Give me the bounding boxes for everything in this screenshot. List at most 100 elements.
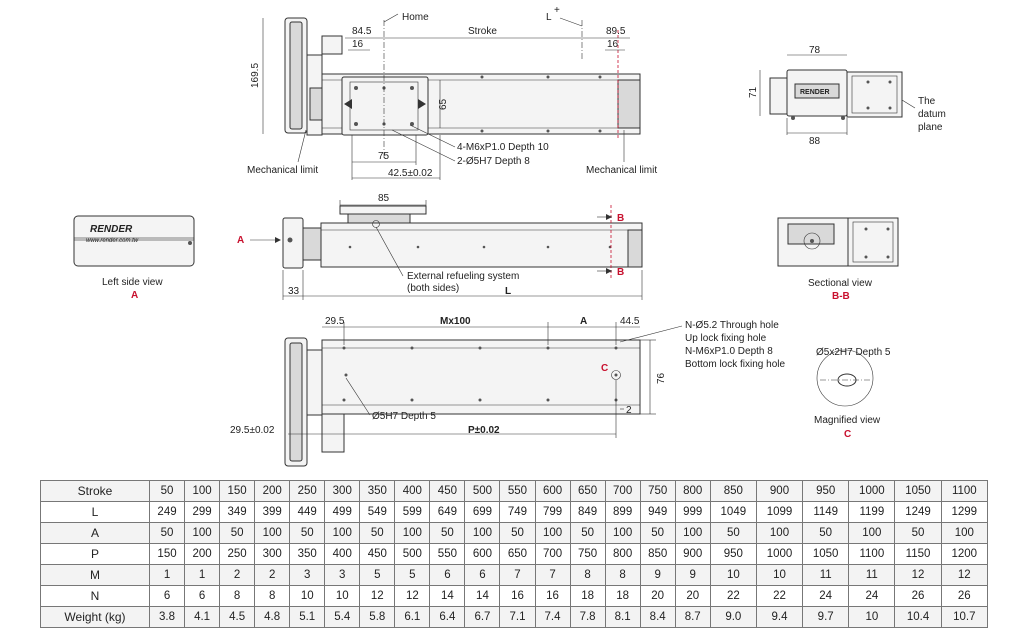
table-cell: 2	[254, 564, 291, 586]
table-cell: 6.7	[464, 606, 501, 628]
row-header: L	[40, 501, 150, 523]
magnified-view: Ø5x2H7 Depth 5 Magnified view C	[814, 347, 891, 440]
table-cell: 850	[639, 543, 676, 565]
table-cell: 50	[219, 522, 256, 544]
table-cell: 899	[604, 501, 641, 523]
table-cell: 9	[639, 564, 676, 586]
table-cell: 24	[802, 585, 850, 607]
datum-line-2: datum	[918, 109, 946, 120]
table-cell: 50	[499, 522, 536, 544]
dim-29-5: 29.5	[325, 316, 345, 327]
table-cell: 949	[639, 501, 676, 523]
table-cell: 7.1	[499, 606, 536, 628]
table-cell: 950	[802, 480, 850, 502]
table-cell: 850	[709, 480, 757, 502]
table-cell: 26	[894, 585, 942, 607]
table-cell: 1100	[848, 543, 896, 565]
table-cell: 449	[289, 501, 326, 523]
table-cell: 150	[148, 543, 186, 565]
table-cell: 7.8	[569, 606, 606, 628]
table-cell: 50	[289, 522, 326, 544]
top-view: Home Stroke L + 84.5 16 89.5 16 169.5 65…	[247, 5, 657, 180]
table-cell: 9	[674, 564, 711, 586]
table-cell: 50	[359, 522, 396, 544]
table-cell: 649	[429, 501, 466, 523]
table-cell: 6	[184, 585, 221, 607]
table-cell: 750	[569, 543, 606, 565]
table-cell: 5.4	[324, 606, 361, 628]
bottom-view: 29.5 Mx100 A 44.5 76 2 C Ø5H7 Depth 5 29…	[230, 316, 785, 467]
dim-42-5: 42.5±0.02	[388, 168, 433, 179]
table-cell: 100	[394, 522, 431, 544]
table-cell: 16	[499, 585, 536, 607]
end-view-logo: RENDER	[800, 89, 830, 96]
refuel-note-2: (both sides)	[407, 283, 459, 294]
table-cell: 8	[569, 564, 606, 586]
dim-44-5: 44.5	[620, 316, 640, 327]
dim-84-5: 84.5	[352, 26, 372, 37]
table-cell: 9.4	[755, 606, 804, 628]
magnified-note: Ø5x2H7 Depth 5	[816, 347, 891, 358]
table-cell: 799	[534, 501, 571, 523]
table-cell: 18	[569, 585, 606, 607]
table-cell: 100	[464, 522, 501, 544]
table-cell: 100	[674, 522, 711, 544]
hole-note: Ø5H7 Depth 5	[372, 411, 436, 422]
row-header: Weight (kg)	[40, 606, 150, 628]
table-cell: 50	[802, 522, 850, 544]
table-cell: 50	[569, 522, 606, 544]
table-cell: 300	[254, 543, 291, 565]
left-view-url: www.render.com.tw	[86, 238, 139, 244]
table-cell: 50	[148, 522, 186, 544]
table-cell: 549	[359, 501, 396, 523]
table-cell: 10	[848, 606, 896, 628]
table-cell: 8	[219, 585, 256, 607]
table-cell: 250	[219, 543, 256, 565]
section-b-bottom: B	[617, 267, 624, 278]
table-cell: 6.1	[394, 606, 431, 628]
table-cell: 11	[802, 564, 850, 586]
table-cell: 750	[639, 480, 676, 502]
dim-2: 2	[626, 405, 632, 416]
table-cell: 1049	[709, 501, 757, 523]
table-cell: 12	[940, 564, 989, 586]
table-cell: 1099	[755, 501, 804, 523]
dim-85: 85	[378, 193, 390, 204]
dim-33: 33	[288, 286, 300, 297]
table-cell: 14	[429, 585, 466, 607]
table-cell: 8	[254, 585, 291, 607]
table-cell: 100	[324, 522, 361, 544]
table-cell: 50	[894, 522, 942, 544]
table-cell: 250	[289, 480, 326, 502]
table-cell: 10	[709, 564, 757, 586]
table-cell: 5.1	[289, 606, 326, 628]
table-cell: 3.8	[148, 606, 186, 628]
table-cell: 350	[289, 543, 326, 565]
arrow-a-label: A	[237, 235, 244, 246]
table-cell: 1100	[940, 480, 989, 502]
table-cell: 12	[394, 585, 431, 607]
table-cell: 1050	[894, 480, 942, 502]
mechanical-limit-right: Mechanical limit	[586, 165, 657, 176]
table-cell: 100	[184, 522, 221, 544]
table-cell: 349	[219, 501, 256, 523]
table-cell: 550	[429, 543, 466, 565]
row-header: N	[40, 585, 150, 607]
dim-169-5: 169.5	[250, 63, 261, 88]
note-m6: 4-M6xP1.0 Depth 10	[457, 142, 549, 153]
table-cell: 10	[289, 585, 326, 607]
table-cell: 7	[499, 564, 536, 586]
left-view-letter: A	[131, 290, 138, 301]
table-cell: 50	[639, 522, 676, 544]
table-cell: 8.4	[639, 606, 676, 628]
section-b-top: B	[617, 213, 624, 224]
table-cell: 1200	[940, 543, 989, 565]
table-cell: 20	[639, 585, 676, 607]
table-cell: 100	[604, 522, 641, 544]
